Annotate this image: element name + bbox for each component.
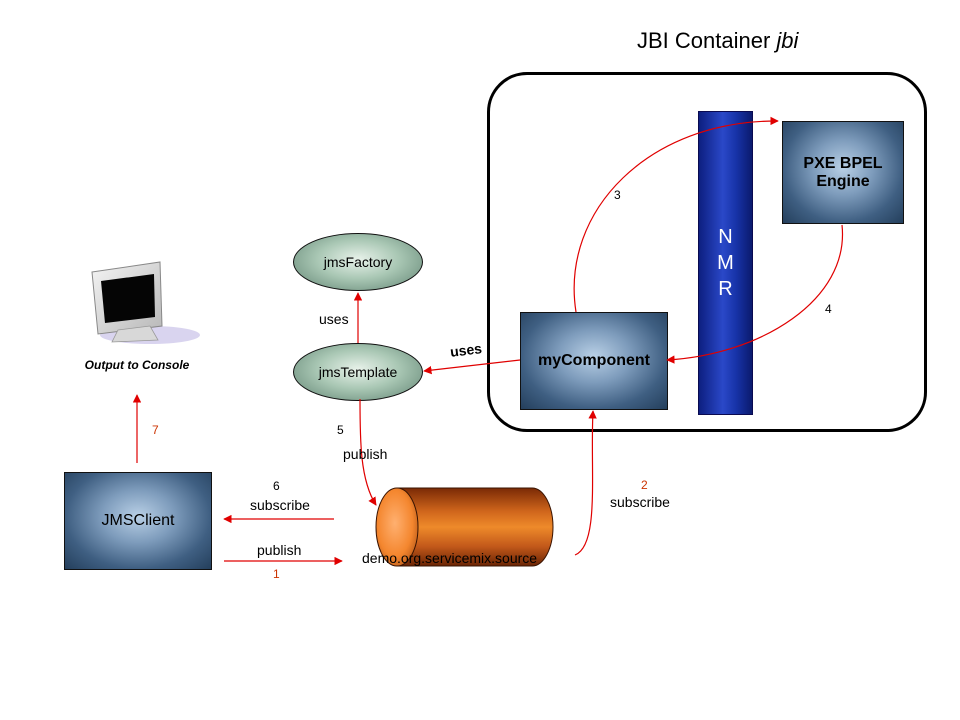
container-title-text: JBI Container	[637, 28, 771, 53]
my-component-box: myComponent	[520, 312, 668, 410]
pxe-bpel-engine-label: PXE BPEL Engine	[803, 154, 883, 190]
arrow-uses-template	[423, 359, 521, 375]
monitor-icon	[91, 261, 200, 344]
nmr-letter-r: R	[718, 278, 733, 300]
step-2: 2	[641, 478, 648, 492]
publish-template-label: publish	[343, 446, 388, 462]
my-component-label: myComponent	[538, 352, 650, 369]
container-title: JBI Container jbi	[637, 28, 798, 54]
step-7: 7	[152, 423, 159, 437]
step-4: 4	[825, 302, 832, 316]
step-1: 1	[273, 567, 280, 581]
console-caption: Output to Console	[84, 358, 190, 372]
arrow-step3	[573, 116, 779, 313]
nmr-bus: N M R	[698, 111, 753, 415]
publish-client-label: publish	[257, 542, 302, 558]
pxe-bpel-engine-box: PXE BPEL Engine	[782, 121, 904, 224]
arrow-step5	[359, 398, 377, 506]
jbi-container	[487, 72, 927, 432]
jms-client-label: JMSClient	[101, 512, 175, 529]
uses-factory-label: uses	[319, 311, 349, 327]
container-title-italic: jbi	[776, 28, 799, 53]
jms-client-box: JMSClient	[64, 472, 212, 570]
step-5: 5	[337, 423, 344, 437]
arrow-step2	[574, 410, 597, 556]
jms-factory-oval: jmsFactory	[293, 233, 423, 291]
subscribe-client-label: subscribe	[250, 497, 310, 513]
jms-factory-label: jmsFactory	[323, 254, 393, 270]
jms-template-label: jmsTemplate	[318, 364, 398, 380]
arrow-step4	[666, 224, 844, 364]
nmr-letter-n: N	[718, 226, 733, 248]
subscribe-component-label: subscribe	[610, 494, 670, 510]
step-3: 3	[614, 188, 621, 202]
topic-name-label: demo.org.servicemix.source	[362, 550, 538, 566]
topic-cylinder	[375, 487, 554, 567]
nmr-letter-m: M	[717, 252, 734, 274]
jms-template-oval: jmsTemplate	[293, 343, 423, 401]
step-6: 6	[273, 479, 280, 493]
